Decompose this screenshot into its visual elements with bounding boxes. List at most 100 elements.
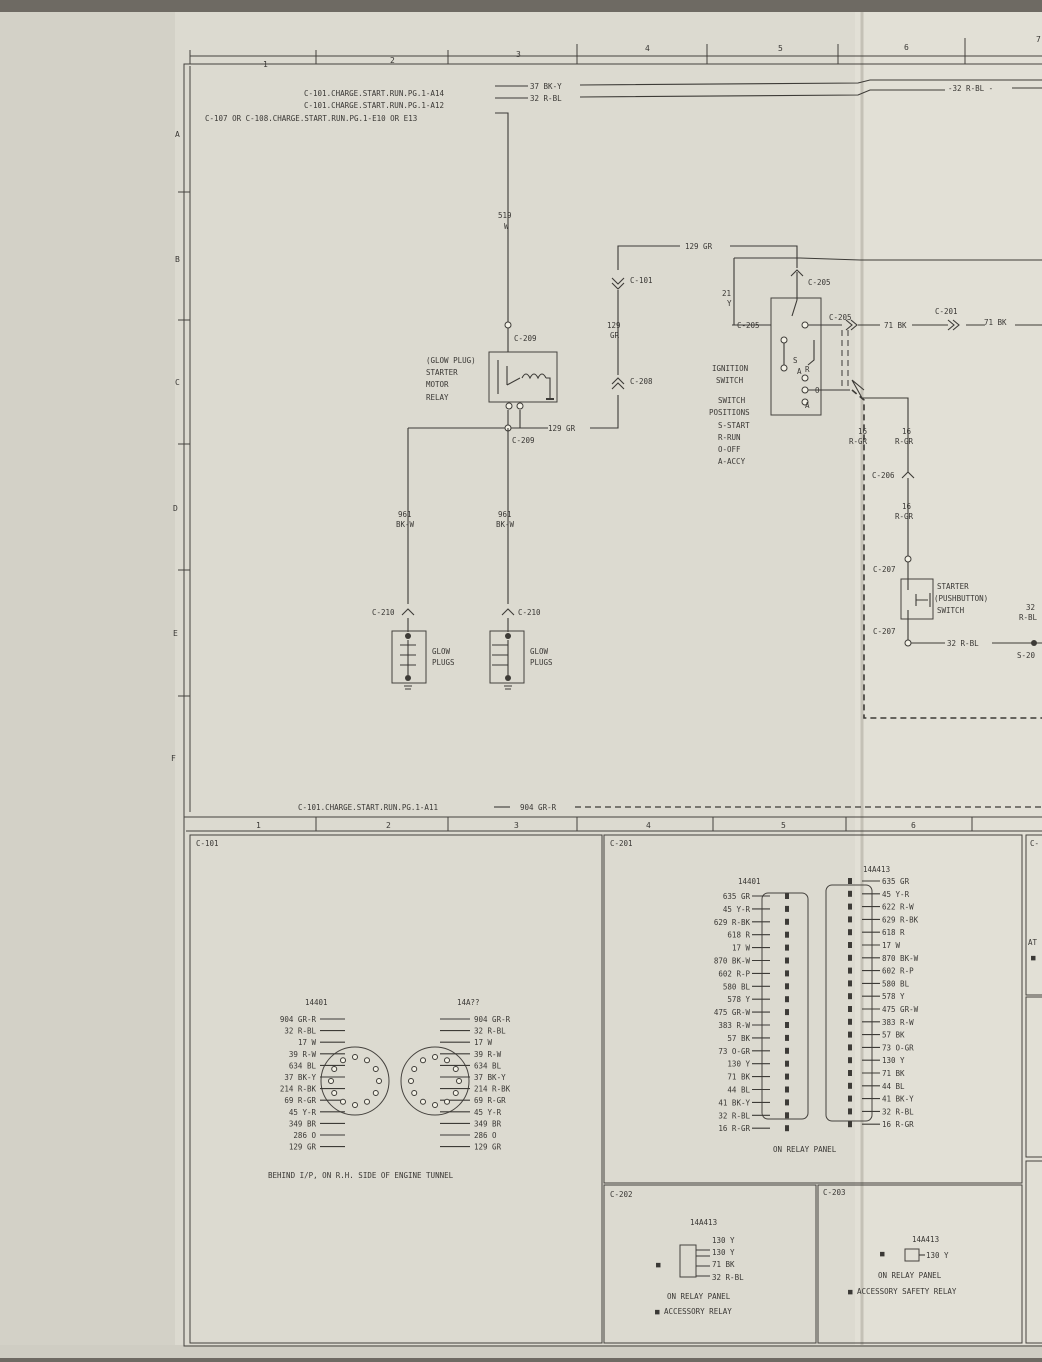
pin-terminal	[785, 931, 789, 938]
connector-pin	[376, 1078, 382, 1084]
col-label: 3	[514, 821, 519, 830]
pin-terminal	[848, 993, 852, 1000]
pin-label: 904 GR-R	[280, 1015, 317, 1024]
pin-label: 57 BK	[882, 1031, 905, 1040]
panel-c201	[603, 834, 1023, 1184]
pin-terminal	[785, 1099, 789, 1106]
ignition-label: IGNITION	[712, 364, 748, 373]
c208-label: C-208	[630, 377, 653, 386]
pin-label: 37 BK-Y	[474, 1073, 506, 1082]
pin-label: 17 W	[298, 1038, 317, 1047]
connector-pin	[411, 1090, 418, 1096]
pin-label: 634 BL	[289, 1061, 317, 1070]
connector-pin	[331, 1090, 338, 1096]
pin-terminal	[848, 1006, 852, 1012]
sw-letter: A	[797, 367, 802, 376]
panel-c202	[603, 1184, 817, 1344]
pin-label: 39 R-W	[474, 1050, 502, 1059]
col-label: 4	[645, 44, 650, 53]
wire-37-label: 37 BK-Y	[530, 82, 562, 91]
pin-terminal	[785, 893, 789, 899]
c203-part: 14A413	[912, 1235, 939, 1244]
c201-right-part: 14A413	[863, 865, 890, 874]
pin-label: 635 GR	[882, 877, 910, 886]
connector-pin	[340, 1098, 346, 1105]
pin-label: 622 R-W	[882, 903, 914, 912]
wire-32e: 32 R-BL	[947, 639, 979, 648]
pin-label: 580 BL	[723, 982, 751, 991]
pin-terminal	[848, 890, 852, 897]
pin-label: 71 BK	[727, 1073, 750, 1082]
pin-label: 45 Y-R	[474, 1108, 502, 1117]
wire-71a: 71 BK	[884, 321, 907, 330]
ignition-switch	[770, 297, 822, 416]
pin-label: 57 BK	[727, 1034, 750, 1043]
row-label: E	[173, 629, 178, 638]
wire-16c: 16	[902, 502, 912, 511]
pin-label: 44 BL	[727, 1086, 750, 1095]
panel-c203	[817, 1184, 1023, 1344]
sw-letter: O	[815, 386, 820, 395]
relay-label: (GLOW PLUG)	[426, 356, 476, 365]
connector-pin	[452, 1066, 459, 1072]
pin-label: 17 W	[474, 1038, 493, 1047]
c202-part: 14A413	[690, 1218, 717, 1227]
relay-label: STARTER	[426, 368, 458, 377]
c203-caption: ON RELAY PANEL	[878, 1271, 942, 1280]
pin-terminal	[785, 970, 789, 977]
row-label: A	[175, 130, 180, 139]
pin-terminal	[785, 996, 789, 1003]
pin-label: 41 BK-Y	[882, 1095, 914, 1104]
pin-label: 602 R-P	[718, 969, 750, 978]
c203-star: ■	[880, 1249, 885, 1258]
wire-32-right-label: -32 R-BL -	[948, 84, 993, 93]
pin-terminal	[785, 1086, 789, 1093]
pin-terminal	[848, 1044, 852, 1051]
pin-terminal	[785, 1009, 789, 1016]
connector-pin	[364, 1057, 370, 1064]
col-label: 5	[781, 821, 786, 830]
pin-label: 383 R-W	[882, 1018, 914, 1027]
pin-label: 45 Y-R	[289, 1108, 317, 1117]
pin-terminal	[848, 878, 852, 884]
connector-pin	[420, 1057, 426, 1064]
pin-label: 634 BL	[474, 1061, 502, 1070]
c201-right-block	[825, 884, 873, 1122]
pin-terminal	[848, 1108, 852, 1115]
pin-label: 286 O	[293, 1131, 316, 1140]
pin-label: 214 R-BK	[280, 1085, 317, 1094]
sw-letter: S	[793, 356, 798, 365]
pin-label: 69 R-GR	[474, 1096, 506, 1105]
relay-label: MOTOR	[426, 380, 449, 389]
wire-16b: 16	[902, 427, 912, 436]
row-label: B	[175, 255, 180, 264]
glow-label: PLUGS	[530, 658, 553, 667]
pin-label: 45 Y-R	[723, 905, 751, 914]
wire-519	[495, 112, 509, 322]
c202-caption: ON RELAY PANEL	[667, 1292, 731, 1301]
c206-label: C-206	[872, 471, 895, 480]
pin-label: 44 BL	[882, 1082, 905, 1091]
c201-caption: ON RELAY PANEL	[773, 1145, 837, 1154]
connector-pin	[432, 1102, 438, 1108]
wire-961b-color: BK-W	[496, 520, 515, 529]
connector-pin	[432, 1054, 438, 1060]
wire-961a-color: BK-W	[396, 520, 415, 529]
pin-label: 629 R-BK	[882, 915, 919, 924]
positions-label: O-OFF	[718, 445, 741, 454]
connector-pin	[452, 1090, 459, 1096]
pin-terminal	[848, 1121, 852, 1128]
pin-label: 16 R-GR	[882, 1120, 914, 1129]
c202-pin: 130 Y	[712, 1236, 735, 1245]
c201-label: C-201	[935, 307, 958, 316]
panel-c202-title: C-202	[610, 1190, 633, 1199]
pin-terminal	[848, 967, 852, 974]
starter-sw-label: SWITCH	[937, 606, 965, 615]
pin-terminal	[785, 1047, 789, 1054]
connector-pin	[372, 1090, 379, 1096]
ref-a12: C-101.CHARGE.START.RUN.PG.1-A12	[304, 101, 444, 110]
pin-terminal	[785, 905, 789, 912]
ref-a14: C-101.CHARGE.START.RUN.PG.1-A14	[304, 89, 444, 98]
